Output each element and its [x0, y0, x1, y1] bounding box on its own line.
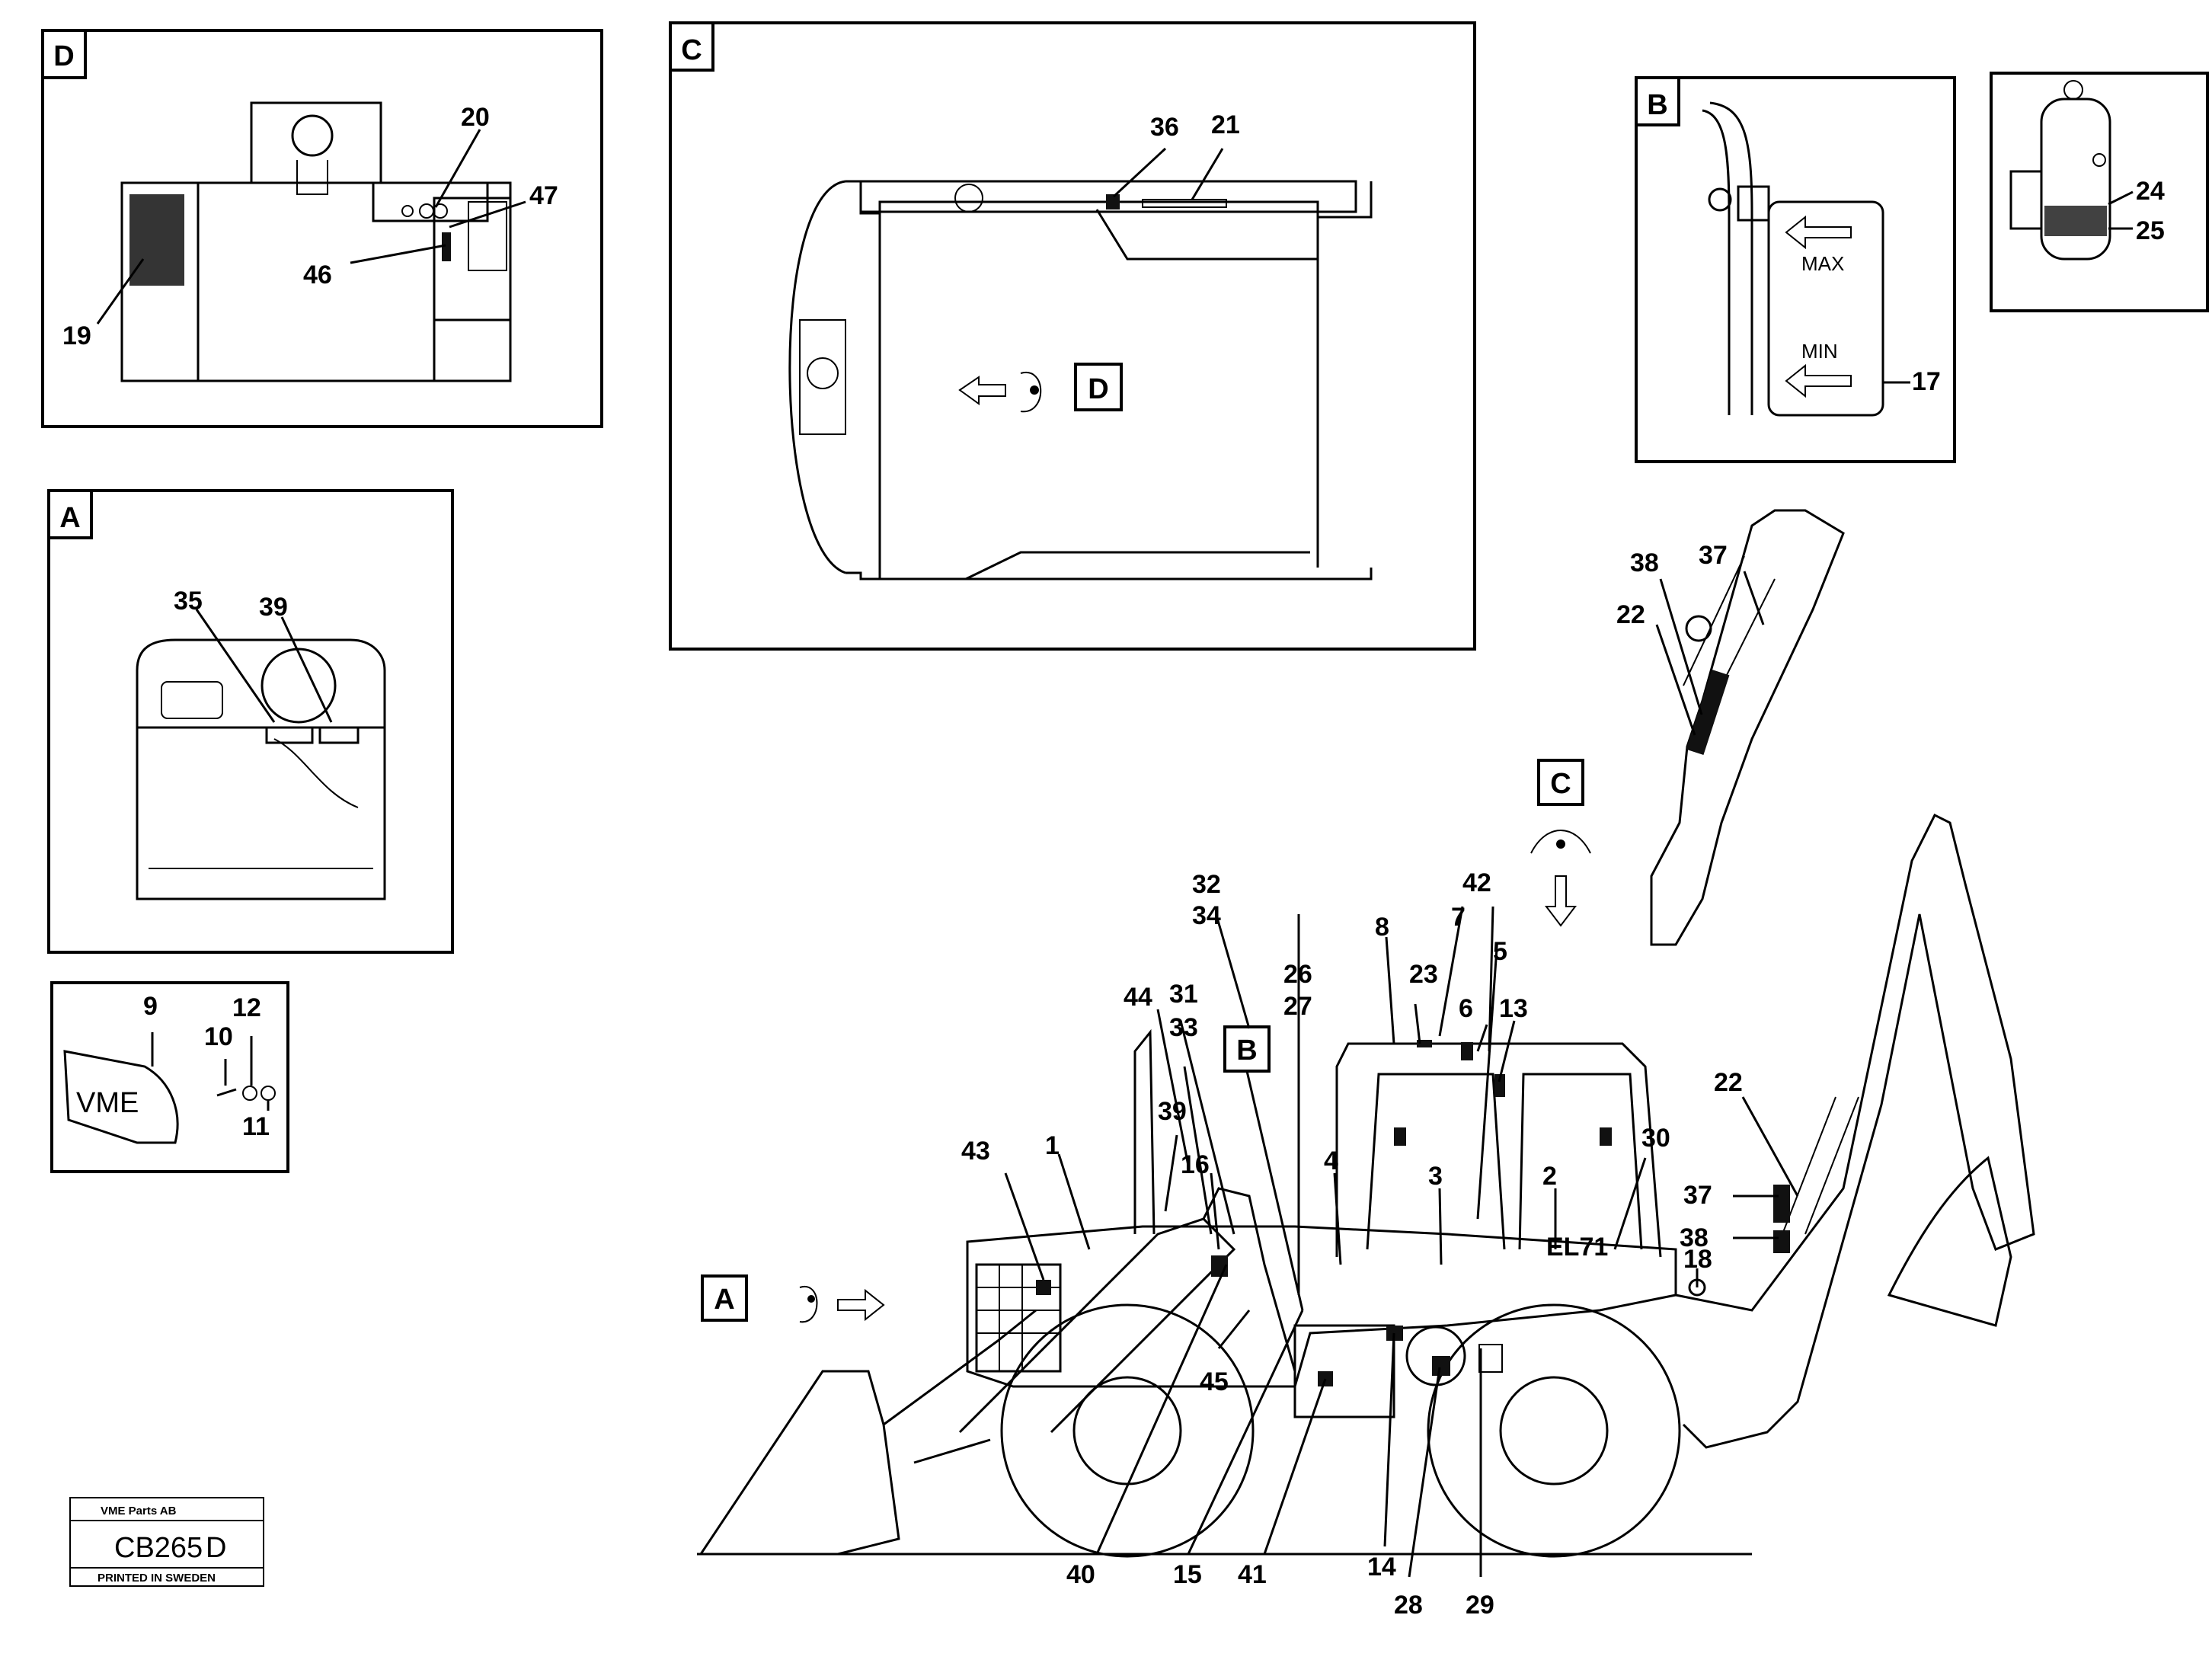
label-8: 8	[1375, 913, 1389, 942]
label-37-detail: 38	[1630, 548, 1659, 577]
label-46: 46	[303, 261, 332, 289]
label-23: 23	[1409, 960, 1438, 989]
view-d-letter: D	[53, 40, 74, 72]
label-39: 39	[259, 593, 288, 622]
callout-c: C	[1550, 768, 1571, 800]
label-22-detail: 37	[1699, 541, 1728, 570]
label-47: 47	[529, 181, 558, 210]
label-13: 13	[1499, 994, 1528, 1023]
sign-min: MIN	[1801, 340, 1838, 363]
label-39: 39	[1158, 1097, 1187, 1126]
document-stamp: VME Parts AB CB265 D PRINTED IN SWEDEN	[69, 1497, 264, 1587]
label-19: 19	[62, 321, 91, 350]
label-3: 3	[1428, 1162, 1443, 1191]
decal-36	[1106, 194, 1120, 209]
decal-19	[129, 194, 184, 286]
decal-37-boom	[1686, 669, 1730, 756]
backhoe-loader: EL71 A B C	[697, 759, 2035, 1620]
label-29: 29	[1466, 1591, 1494, 1620]
sign-max: MAX	[1801, 252, 1844, 275]
cab-model-badge: EL71	[1546, 1233, 1608, 1262]
emblem-logo: VME	[76, 1087, 139, 1119]
label-45: 45	[1200, 1367, 1229, 1396]
decal-43	[1036, 1280, 1051, 1295]
label-1: 1	[1045, 1131, 1060, 1160]
label-35: 35	[174, 587, 203, 616]
view-a-panel: A 35 39	[47, 489, 454, 954]
label-43: 43	[961, 1137, 990, 1166]
view-c-letter: C	[681, 34, 702, 66]
label-7: 7	[1451, 903, 1466, 932]
decal-37-arm	[1773, 1185, 1790, 1223]
decal-38-arm	[1773, 1230, 1790, 1253]
label-38-detail: 22	[1616, 600, 1645, 629]
label-30: 30	[1641, 1124, 1670, 1153]
label-33: 33	[1169, 1013, 1198, 1042]
label-21: 21	[1211, 110, 1240, 139]
label-31: 31	[1169, 980, 1198, 1009]
label-42: 42	[1462, 868, 1491, 897]
label-6: 6	[1459, 994, 1473, 1023]
label-37: 37	[1683, 1181, 1712, 1210]
boom-detail: 38 22 37	[1616, 509, 1845, 946]
label-12: 12	[232, 993, 261, 1022]
stamp-code: CB265	[114, 1532, 203, 1564]
label-14: 14	[1367, 1553, 1396, 1581]
stamp-rev: D	[206, 1532, 226, 1564]
view-d-panel: D 20 47 46 19	[41, 29, 603, 428]
label-17: 17	[1912, 367, 1941, 396]
view-accumulator-panel: 24 25	[1990, 72, 2209, 312]
label-32: 32	[1192, 870, 1221, 899]
view-c-ref-d: D	[1088, 373, 1108, 405]
label-11: 11	[242, 1112, 270, 1141]
label-2: 2	[1542, 1162, 1557, 1191]
decal-14	[1386, 1326, 1403, 1341]
label-20: 20	[461, 103, 490, 132]
view-b-panel: B MAX MIN 17	[1635, 76, 1956, 463]
label-16: 16	[1181, 1150, 1210, 1179]
label-41: 41	[1238, 1560, 1267, 1589]
view-b-letter: B	[1647, 89, 1667, 121]
label-44: 44	[1124, 983, 1152, 1012]
label-9: 9	[143, 992, 158, 1021]
label-28: 28	[1394, 1591, 1423, 1620]
label-34: 34	[1192, 901, 1221, 930]
label-18: 18	[1683, 1245, 1712, 1274]
decal-24-25	[2044, 206, 2107, 236]
view-a-letter: A	[59, 502, 80, 534]
label-4: 4	[1324, 1147, 1338, 1175]
label-26: 26	[1283, 960, 1312, 989]
label-15: 15	[1173, 1560, 1202, 1589]
label-25: 25	[2136, 216, 2165, 245]
label-40: 40	[1066, 1560, 1095, 1589]
label-5: 5	[1493, 937, 1507, 966]
label-38: 38	[1680, 1223, 1709, 1252]
view-c-panel: C 36 21 D	[669, 21, 1476, 651]
label-22: 22	[1714, 1068, 1743, 1097]
label-24: 24	[2136, 177, 2165, 206]
callout-b: B	[1236, 1035, 1257, 1067]
callout-a: A	[714, 1284, 734, 1316]
label-10: 10	[204, 1022, 233, 1051]
stamp-company: VME Parts AB	[101, 1505, 177, 1517]
stamp-printed: PRINTED IN SWEDEN	[97, 1572, 216, 1585]
decal-46	[442, 232, 451, 261]
decal-28	[1432, 1356, 1450, 1376]
view-emblem-panel: VME 9 10 12 11	[50, 981, 289, 1173]
label-27: 27	[1283, 992, 1312, 1021]
label-36: 36	[1150, 113, 1179, 142]
